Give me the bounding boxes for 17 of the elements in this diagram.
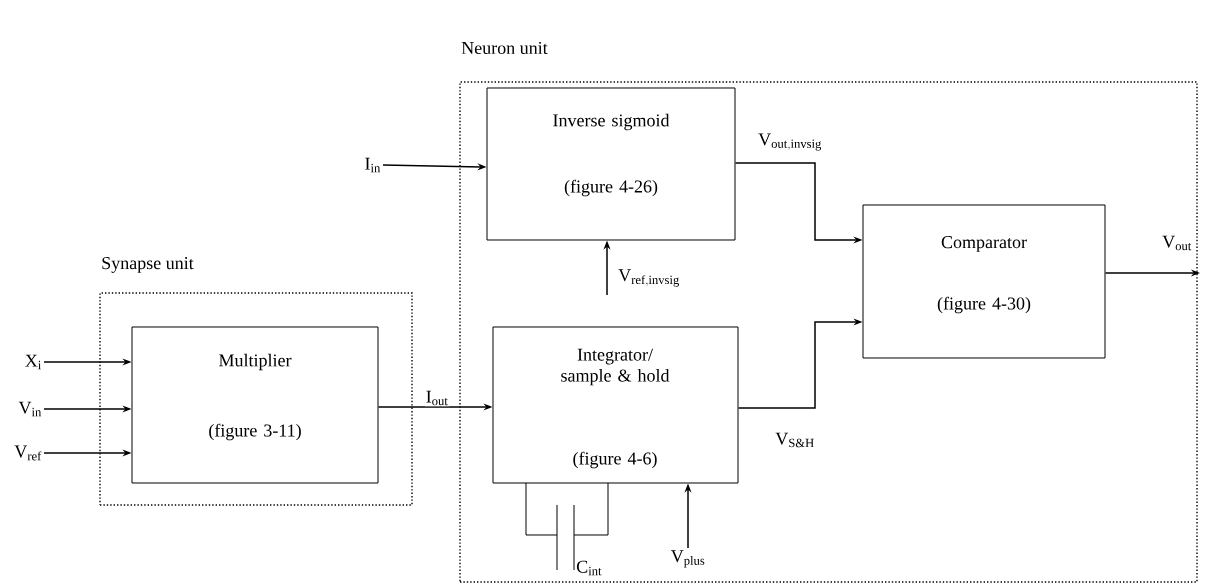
component-label: $\mathrm{C}_{\mathrm{int}}$	[576, 560, 602, 576]
edge-label: $\mathrm{I}_{\mathrm{out}}$	[424, 389, 450, 407]
edge-label: $\mathrm{V}_{\mathrm{ref,invsig}}$	[617, 268, 681, 288]
edge-label: $\mathrm{V}_{\mathrm{out,invsig}}$	[757, 132, 823, 152]
block-box: Integrator/ sample & hold (figure 4-6)	[492, 326, 739, 484]
signal-label: $\mathrm{V}_{\mathrm{plus}}$	[670, 550, 705, 568]
block-box: Inverse sigmoid (figure 4-26)	[486, 87, 736, 241]
signal-label: $\mathrm{V}_{\mathrm{in}}$	[18, 401, 42, 417]
block-box: Comparator (figure 4-30)	[862, 204, 1106, 359]
edge-label: $\mathrm{V}_{\mathrm{out}}$	[1161, 234, 1193, 252]
edge-label: $\mathrm{V}_{\mathrm{S\&H}}$	[774, 431, 816, 449]
node-label: Neuron unit	[461, 41, 548, 55]
block-box: Multiplier (figure 3-11)	[131, 326, 379, 484]
signal-label: $\mathrm{X}_{\mathrm{i}}$	[25, 354, 42, 370]
node-label: Synapse unit	[102, 257, 194, 273]
signal-label: $\mathrm{I}_{\mathrm{in}}$	[365, 157, 381, 173]
signal-label: $\mathrm{V}_{\mathrm{ref}}$	[14, 445, 42, 461]
